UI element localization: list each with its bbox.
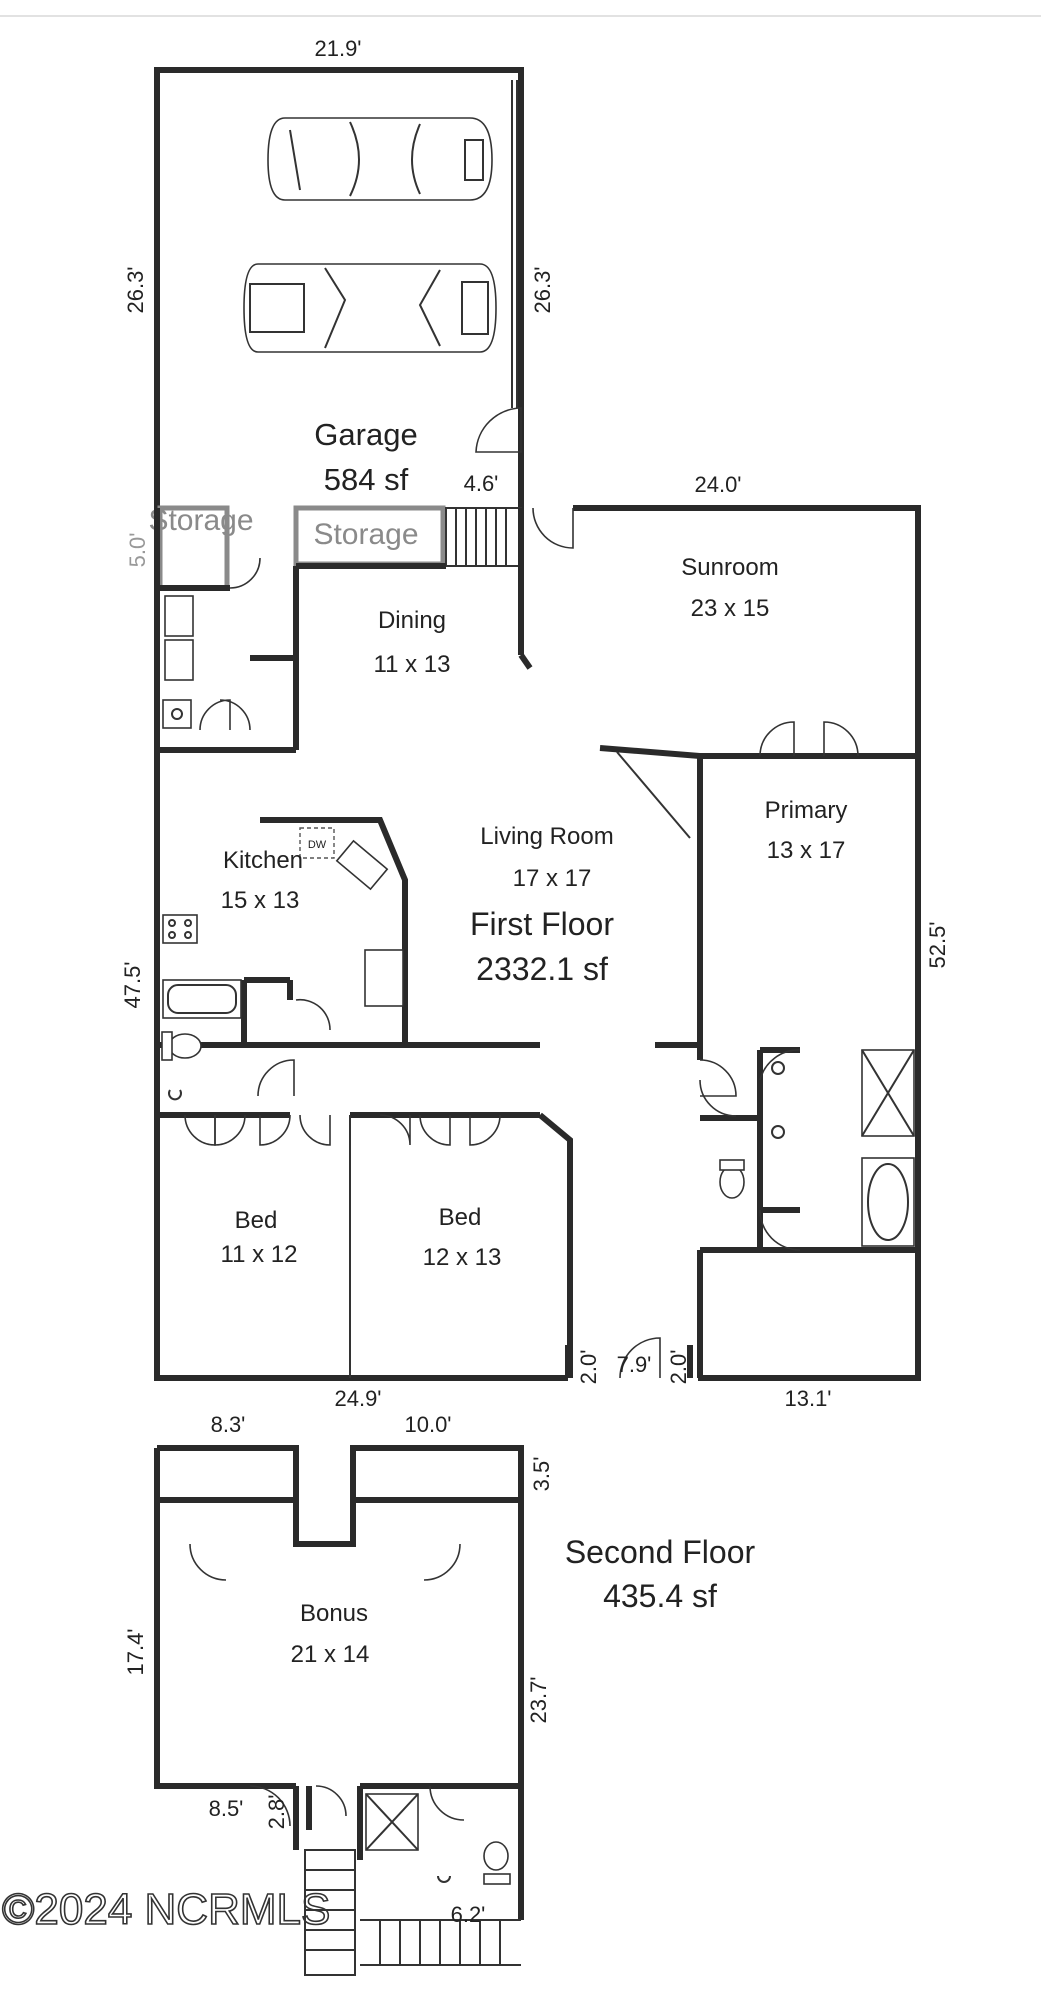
bed1-name: Bed — [235, 1207, 278, 1234]
doors — [184, 507, 859, 1379]
stairs — [445, 507, 522, 567]
stairs — [304, 1849, 521, 1976]
car-icon — [243, 263, 497, 353]
second-floor-name: Second Floor — [565, 1534, 756, 1570]
storage-left-label: Storage — [148, 504, 253, 537]
fixtures: DW — [161, 595, 915, 1247]
kitchen-dims: 15 x 13 — [221, 887, 300, 914]
storage-right-label: Storage — [313, 518, 418, 551]
doors — [189, 1543, 465, 1827]
second-right: 23.7' — [526, 1676, 551, 1723]
primary-name: Primary — [765, 797, 848, 824]
bed1-dims: 11 x 12 — [221, 1241, 298, 1268]
second-floor-walls — [154, 1445, 524, 1920]
second-left: 17.4' — [123, 1628, 148, 1675]
second-small: 2.8' — [264, 1795, 289, 1830]
second-top-left: 8.3' — [211, 1412, 246, 1437]
dining-dims: 11 x 13 — [374, 651, 451, 678]
dining-name: Dining — [378, 607, 446, 634]
garage-depth-left: 26.3' — [123, 266, 148, 313]
stair-width: 4.6' — [464, 471, 499, 496]
first-floor-name: First Floor — [470, 906, 614, 942]
second-top-right: 10.0' — [404, 1412, 451, 1437]
garage-walls — [154, 67, 524, 508]
living-name: Living Room — [480, 823, 613, 850]
bonus-dims: 21 x 14 — [291, 1641, 370, 1668]
bottom-right: 13.1' — [784, 1386, 831, 1411]
first-depth: 52.5' — [925, 921, 950, 968]
watermark: ©2024 NCRMLS — [2, 1885, 330, 1934]
second-top-depth: 3.5' — [529, 1457, 554, 1492]
bottom-mid-a: 2.0' — [576, 1350, 601, 1385]
car-icon — [267, 117, 493, 201]
bonus-name: Bonus — [300, 1600, 368, 1627]
dishwasher-label: DW — [308, 839, 327, 851]
storage-left-dim: 5.0' — [125, 533, 150, 568]
garage-depth-right: 26.3' — [530, 266, 555, 313]
second-bottom-left: 8.5' — [209, 1796, 244, 1821]
bottom-mid: 7.9' — [617, 1352, 652, 1377]
first-floor-walls — [154, 505, 921, 1381]
sunroom-dims: 23 x 15 — [691, 595, 770, 622]
sunroom-width: 24.0' — [694, 472, 741, 497]
sunroom-name: Sunroom — [681, 554, 778, 581]
garage-area: 584 sf — [324, 462, 409, 497]
living-dims: 17 x 17 — [513, 865, 592, 892]
first-floor-area: 2332.1 sf — [476, 951, 608, 987]
first-left: 47.5' — [120, 961, 145, 1008]
second-floor-area: 435.4 sf — [603, 1578, 717, 1614]
bottom-mid-b: 2.0' — [666, 1350, 691, 1385]
kitchen-name: Kitchen — [223, 847, 303, 874]
fixtures — [365, 1793, 511, 1885]
bed2-name: Bed — [439, 1204, 482, 1231]
second-bottom: 6.2' — [451, 1902, 486, 1927]
bed2-dims: 12 x 13 — [423, 1244, 502, 1271]
primary-dims: 13 x 17 — [767, 837, 846, 864]
garage-name: Garage — [314, 417, 417, 452]
garage-width: 21.9' — [314, 36, 361, 61]
bottom-left: 24.9' — [334, 1386, 381, 1411]
